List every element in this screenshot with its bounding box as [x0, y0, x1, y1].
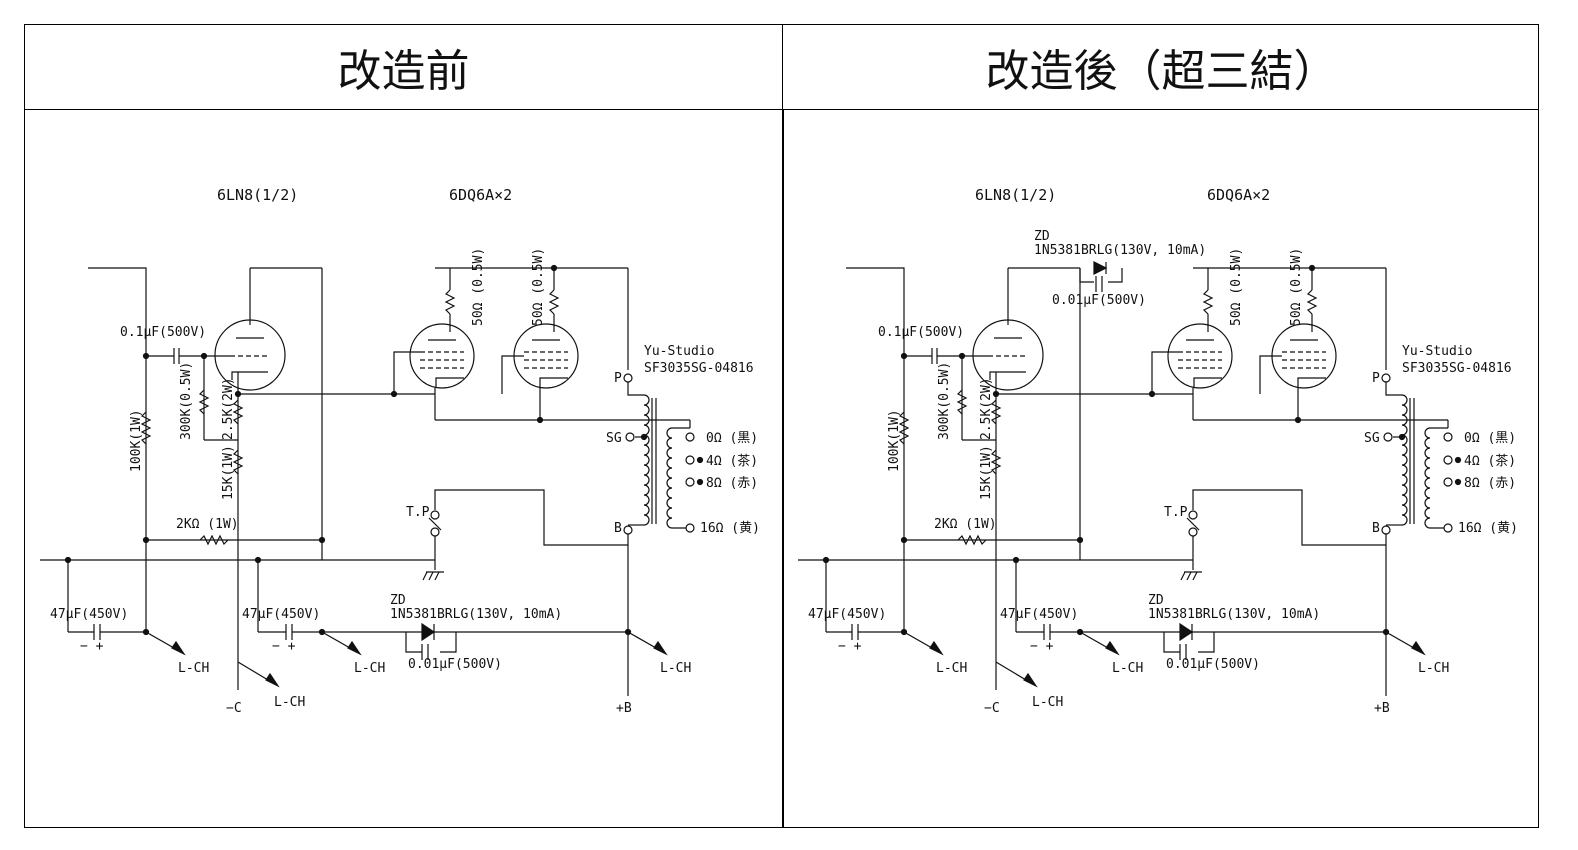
label-tp: T.P — [406, 505, 430, 520]
label-cap-coupling: 0.1μF(500V) — [120, 325, 206, 340]
label-r-50-b: 50Ω (0.5W) — [531, 248, 546, 326]
label-tap-8: 8Ω (赤) — [706, 476, 758, 491]
label-r-50-b: 50Ω (0.5W) — [1289, 248, 1304, 326]
label-tap-0: 0Ω (黒) — [706, 431, 758, 446]
label-cap-47-b: 47μF(450V) — [1000, 607, 1078, 622]
label-lch-3: L-CH — [660, 661, 691, 676]
title-before: 改造前 — [25, 25, 783, 109]
label-r-100k: 100K(1W) — [887, 409, 902, 472]
title-after: 改造後（超三結） — [985, 46, 1338, 97]
label-r-2-5k: 2.5K(2W) — [979, 377, 994, 440]
label-plus-b: +B — [616, 701, 632, 716]
label-r-300k: 300K(0.5W) — [937, 362, 952, 440]
label-r-2-5k: 2.5K(2W) — [221, 377, 236, 440]
label-zd-part: 1N5381BRLG(130V, 10mA) — [1148, 607, 1320, 622]
label-xfmr-model: SF3035SG-04816 — [644, 361, 754, 376]
title-bar: 改造前 改造後（超三結） — [24, 24, 1539, 110]
label-lch-2: L-CH — [1112, 661, 1143, 676]
label-minus-c: −C — [226, 701, 242, 716]
label-pin-b: B — [1372, 521, 1380, 536]
label-cap-001: 0.01μF(500V) — [408, 657, 502, 672]
label-minus-c: −C — [984, 701, 1000, 716]
label-tap-8: 8Ω (赤) — [1464, 476, 1516, 491]
label-tap-16: 16Ω (黄) — [1458, 521, 1518, 536]
label-lch-4: L-CH — [274, 695, 305, 710]
label-polarity-a: − + — [838, 639, 862, 654]
label-cap-001: 0.01μF(500V) — [1166, 657, 1260, 672]
label-r-300k: 300K(0.5W) — [179, 362, 194, 440]
label-pin-p: P — [614, 371, 622, 386]
label-zd: ZD — [390, 593, 406, 608]
label-pin-b: B — [614, 521, 622, 536]
label-pin-sg: SG — [1364, 431, 1380, 446]
label-xfmr-brand: Yu-Studio — [1402, 344, 1472, 359]
label-r-50-a: 50Ω (0.5W) — [1229, 248, 1244, 326]
schematic-before: 6LN8(1/2) 6DQ6A×2 0.1μF(500V) 100K(1W) 3… — [39, 186, 760, 716]
label-r-50-a: 50Ω (0.5W) — [471, 248, 486, 326]
label-lch-2: L-CH — [354, 661, 385, 676]
label-polarity-b: − + — [1030, 639, 1054, 654]
label-xfmr-model: SF3035SG-04816 — [1402, 361, 1512, 376]
label-lch-1: L-CH — [936, 661, 967, 676]
label-cap-47-b: 47μF(450V) — [242, 607, 320, 622]
label-xfmr-brand: Yu-Studio — [644, 344, 714, 359]
label-tap-4: 4Ω (茶) — [706, 453, 758, 469]
label-zd-part-top: 1N5381BRLG(130V, 10mA) — [1034, 243, 1206, 258]
schematic-after: 6LN8(1/2) 6DQ6A×2 ZD 1N5381BRLG(130V, 10… — [797, 186, 1518, 716]
label-lch-3: L-CH — [1418, 661, 1449, 676]
label-polarity-a: − + — [80, 639, 104, 654]
label-zd-top: ZD — [1034, 229, 1050, 244]
label-cap-47-a: 47μF(450V) — [808, 607, 886, 622]
label-zd-part: 1N5381BRLG(130V, 10mA) — [390, 607, 562, 622]
label-tp: T.P — [1164, 505, 1188, 520]
label-cap-47-a: 47μF(450V) — [50, 607, 128, 622]
label-cap-coupling: 0.1μF(500V) — [878, 325, 964, 340]
label-lch-4: L-CH — [1032, 695, 1063, 710]
zener-diode-plate — [1079, 261, 1123, 292]
label-tube-driver: 6LN8(1/2) — [217, 186, 298, 204]
label-polarity-b: − + — [272, 639, 296, 654]
diagram-frame — [24, 109, 1539, 828]
panel-divider — [782, 109, 784, 828]
label-r-2k: 2KΩ (1W) — [934, 517, 997, 532]
label-tube-output: 6DQ6A×2 — [1207, 186, 1270, 204]
label-tap-4: 4Ω (茶) — [1464, 453, 1516, 469]
label-tap-16: 16Ω (黄) — [700, 521, 760, 536]
label-lch-1: L-CH — [178, 661, 209, 676]
label-r-15k: 15K(1W) — [221, 445, 236, 500]
label-r-15k: 15K(1W) — [979, 445, 994, 500]
label-zd: ZD — [1148, 593, 1164, 608]
label-pin-p: P — [1372, 371, 1380, 386]
label-tube-output: 6DQ6A×2 — [449, 186, 512, 204]
label-r-2k: 2KΩ (1W) — [176, 517, 239, 532]
label-cap-001-top: 0.01μF(500V) — [1052, 293, 1146, 308]
label-tube-driver: 6LN8(1/2) — [975, 186, 1056, 204]
schematic-sheet: 改造前 改造後（超三結） — [24, 24, 1539, 828]
label-plus-b: +B — [1374, 701, 1390, 716]
label-r-100k: 100K(1W) — [129, 409, 144, 472]
label-tap-0: 0Ω (黒) — [1464, 431, 1516, 446]
label-pin-sg: SG — [606, 431, 622, 446]
